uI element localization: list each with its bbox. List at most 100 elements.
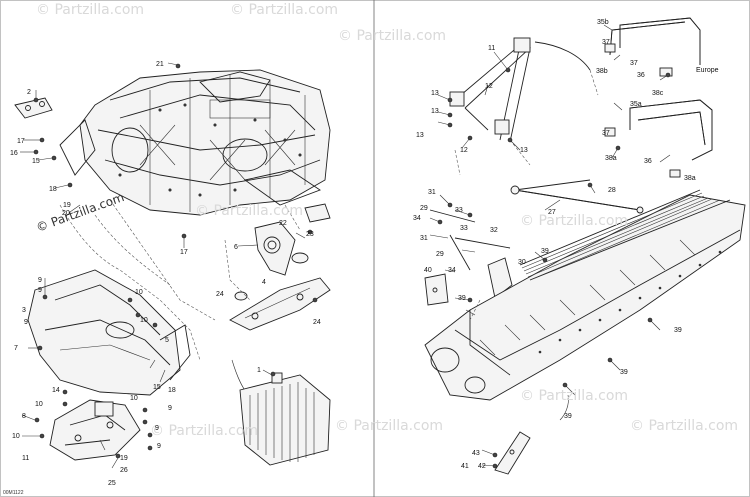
part-30-mount: [487, 257, 513, 299]
callout-38b: 38b: [596, 68, 608, 75]
callout-13r: 13: [431, 90, 439, 97]
callout-32: 32: [490, 227, 498, 234]
callout-36b: 36: [644, 158, 652, 165]
watermark-mid-right: © Partzilla.com: [520, 213, 628, 229]
callout-20: 20: [62, 210, 70, 217]
callout-39e: 39: [564, 413, 572, 420]
callout-43: 43: [472, 450, 480, 457]
callout-11: 11: [22, 455, 29, 462]
callout-39d: 39: [620, 369, 628, 376]
callout-11r: 11: [488, 45, 495, 52]
part-24-grommet: [234, 291, 248, 301]
callout-15b: 15: [153, 384, 161, 391]
front-frame: [59, 69, 331, 216]
lower-front-bracket: [49, 399, 141, 461]
watermark-top-left-2: © Partzilla.com: [230, 2, 338, 18]
callout-10d: 10: [130, 395, 138, 402]
drawing-code: 00M1122: [3, 490, 24, 496]
part-23-bumper: [291, 252, 309, 264]
callout-13r-c: 13: [416, 132, 424, 139]
part-22-bracket: [304, 203, 331, 223]
callout-17b: 17: [180, 249, 188, 256]
callout-30: 30: [518, 259, 526, 266]
callout-41: 41: [461, 463, 469, 470]
callout-1: 1: [257, 367, 261, 374]
callout-9c: 9: [24, 319, 28, 326]
callout-19b: 19: [120, 455, 128, 462]
callout-9d: 9: [168, 405, 172, 412]
left-leader-lines: [20, 62, 306, 469]
callout-10c: 10: [35, 401, 43, 408]
callout-2: 2: [27, 89, 31, 96]
callout-38c: 38c: [652, 90, 664, 97]
callout-19: 19: [63, 202, 71, 209]
callout-23: 23: [306, 231, 314, 238]
callout-35a: 35a: [630, 101, 642, 108]
callout-12r-b: 12: [460, 147, 468, 154]
callout-13r-b: 13: [431, 108, 439, 115]
callout-4: 4: [262, 279, 266, 286]
callout-37b: 37: [630, 60, 638, 67]
callout-40: 40: [424, 267, 432, 274]
callout-31b: 31: [420, 235, 428, 242]
callout-17: 17: [17, 138, 25, 145]
rear-handle-35b: [604, 17, 701, 77]
callout-39b: 39: [458, 295, 466, 302]
callout-29b: 29: [436, 251, 444, 258]
callout-24: 24: [216, 291, 224, 298]
watermark-bottom-left: © Partzilla.com: [150, 423, 258, 439]
part-1-heat-exchanger: [239, 372, 331, 466]
right-panel: © Partzilla.com © Partzilla.com © Partzi…: [335, 17, 746, 475]
callout-24b: 24: [313, 319, 321, 326]
callout-27: 27: [548, 209, 556, 216]
callout-14: 14: [52, 387, 60, 394]
callout-39c: 39: [674, 327, 682, 334]
watermark-bottom-right: © Partzilla.com: [520, 388, 628, 404]
callout-22: 22: [279, 220, 287, 227]
callout-15: 15: [32, 158, 40, 165]
rear-tunnel: [424, 189, 746, 401]
callout-33b: 33: [460, 225, 468, 232]
part-2-bracket: [14, 97, 53, 119]
callout-7: 7: [14, 345, 18, 352]
callout-10e: 10: [12, 433, 20, 440]
callout-37: 37: [602, 39, 610, 46]
callout-9f: 9: [157, 443, 161, 450]
callout-18b: 18: [168, 387, 176, 394]
callout-36: 36: [637, 72, 645, 79]
callout-37c: 37: [602, 130, 610, 137]
front-bumper-pan: [27, 269, 191, 396]
callout-33: 33: [455, 207, 463, 214]
watermark-mid-left: © Partzilla.com: [195, 203, 303, 219]
watermark-top-right: © Partzilla.com: [338, 28, 446, 44]
callout-9e: 9: [155, 425, 159, 432]
callout-35b: 35b: [597, 19, 609, 26]
callout-10: 10: [135, 289, 143, 296]
callout-38a-b: 38a: [684, 175, 696, 182]
callout-29: 29: [420, 205, 428, 212]
steering-support-frame: [449, 37, 591, 143]
callout-12r: 12: [485, 83, 493, 90]
callout-8: 8: [22, 413, 26, 420]
part-29-link: [429, 209, 511, 271]
callout-9b: 9: [38, 287, 42, 294]
callout-5: 5: [165, 337, 169, 344]
bolt-icon: [33, 63, 318, 459]
watermark-bottom-mid: © Partzilla.com: [335, 418, 443, 434]
callout-34b: 34: [448, 267, 456, 274]
callout-21: 21: [156, 61, 164, 68]
left-callout-labels: 21 2 17 16 15 18 19 20 22 6 23 17 24 4 2…: [10, 61, 321, 487]
callout-3: 3: [22, 307, 26, 314]
region-label: Europe: [696, 67, 719, 74]
callout-38a: 38a: [605, 155, 617, 162]
callout-39: 39: [541, 248, 549, 255]
part-4-brace: [229, 277, 331, 331]
callout-10b: 10: [140, 317, 148, 324]
nut-icon: [437, 67, 671, 469]
callout-28: 28: [608, 187, 616, 194]
rear-handle-35a: [604, 99, 713, 178]
callout-25: 25: [108, 480, 116, 487]
left-panel: © Partzilla.com © Partzilla.com © Partzi…: [3, 2, 338, 496]
callout-34: 34: [413, 215, 421, 222]
